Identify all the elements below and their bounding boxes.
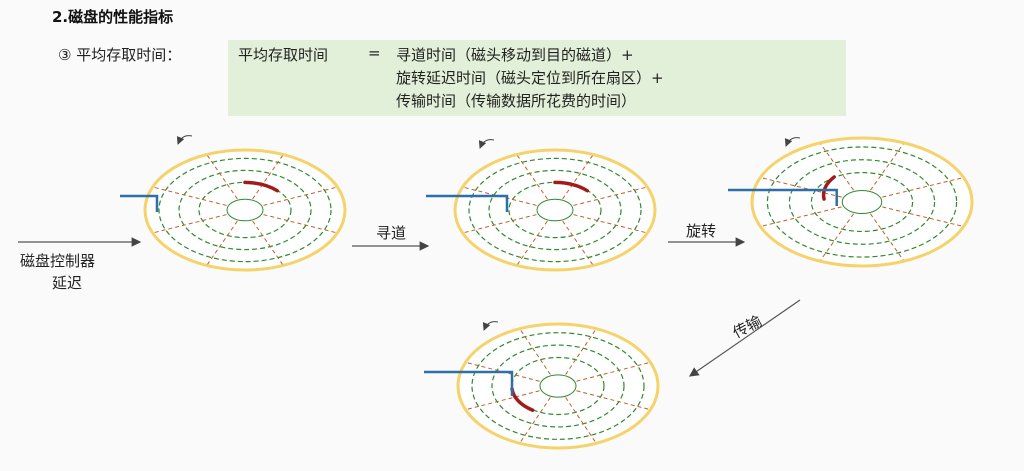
track-1: [468, 157, 642, 263]
hub: [841, 189, 883, 215]
sector-line: [207, 220, 238, 265]
sector-line: [870, 143, 904, 191]
track-1: [766, 146, 958, 258]
sector-line: [576, 390, 649, 410]
rotate-label: 旋转: [686, 222, 717, 240]
platter-4: [424, 321, 660, 450]
sector-line: [252, 155, 283, 200]
track-1: [471, 332, 645, 440]
hub: [539, 374, 577, 398]
track-3: [508, 181, 602, 239]
platter-3: [728, 136, 974, 268]
sector-line: [520, 329, 551, 375]
sector-line: [517, 220, 548, 265]
sector-line: [562, 155, 593, 200]
track-3: [198, 181, 292, 239]
track-2: [488, 169, 622, 251]
track-2: [178, 169, 312, 251]
sector-line: [820, 213, 854, 261]
sector-line: [565, 329, 596, 375]
sector-line: [517, 155, 548, 200]
sector-line: [464, 214, 537, 233]
head-arm: [424, 370, 514, 396]
arrow-transfer: [689, 299, 801, 377]
head-arm: [728, 188, 838, 206]
sector-line: [263, 214, 336, 233]
hub: [226, 198, 264, 222]
formula-term-transfer: 传输时间（传输数据所花费的时间）: [396, 92, 637, 110]
track-2: [491, 344, 625, 428]
sector-line: [154, 187, 227, 206]
sector-line: [573, 214, 646, 233]
formula-term-rotation: 旋转延迟时间（磁头定位到所在扇区）+: [396, 69, 664, 87]
formula-equals: =: [368, 44, 381, 62]
sector-line: [467, 390, 540, 410]
sector-line: [520, 397, 551, 443]
data-arc: [821, 175, 836, 201]
controller-delay-label-2: 延迟: [52, 274, 83, 292]
track-3: [511, 356, 605, 416]
sector-line: [870, 213, 904, 261]
rotation-arrow-icon: [784, 137, 801, 147]
sector-line: [565, 397, 596, 443]
platter-2: [426, 139, 657, 272]
controller-delay-label-1: 磁盘控制器: [20, 252, 96, 270]
track-1: [158, 157, 332, 263]
seek-label: 寻道: [376, 224, 407, 242]
sector-line: [263, 187, 336, 206]
sector-line: [562, 220, 593, 265]
sector-line: [252, 220, 283, 265]
sector-line: [573, 187, 646, 206]
formula-term-seek: 寻道时间（磁头移动到目的磁道）+: [396, 46, 634, 64]
head-arm: [120, 194, 159, 212]
data-arc: [553, 180, 589, 193]
rotation-arrow-icon: [176, 135, 193, 145]
hub: [536, 198, 574, 222]
sector-line: [207, 155, 238, 200]
data-arc: [243, 180, 279, 193]
rotation-arrow-icon: [478, 139, 495, 149]
sector-line: [154, 214, 227, 233]
formula-label: ③ 平均存取时间：: [58, 46, 182, 64]
head-arm: [426, 194, 509, 212]
formula-lhs: 平均存取时间: [238, 46, 329, 64]
track-2: [788, 159, 936, 245]
rotation-arrow-icon: [482, 321, 499, 331]
track-3: [810, 171, 914, 233]
sector-line: [576, 362, 649, 382]
platter-1: [120, 135, 347, 272]
page-title: 2.磁盘的性能指标: [52, 8, 174, 26]
formula-box: 平均存取时间 = 寻道时间（磁头移动到目的磁道）+ 旋转延迟时间（磁头定位到所在…: [228, 40, 846, 116]
sector-line: [820, 143, 854, 191]
